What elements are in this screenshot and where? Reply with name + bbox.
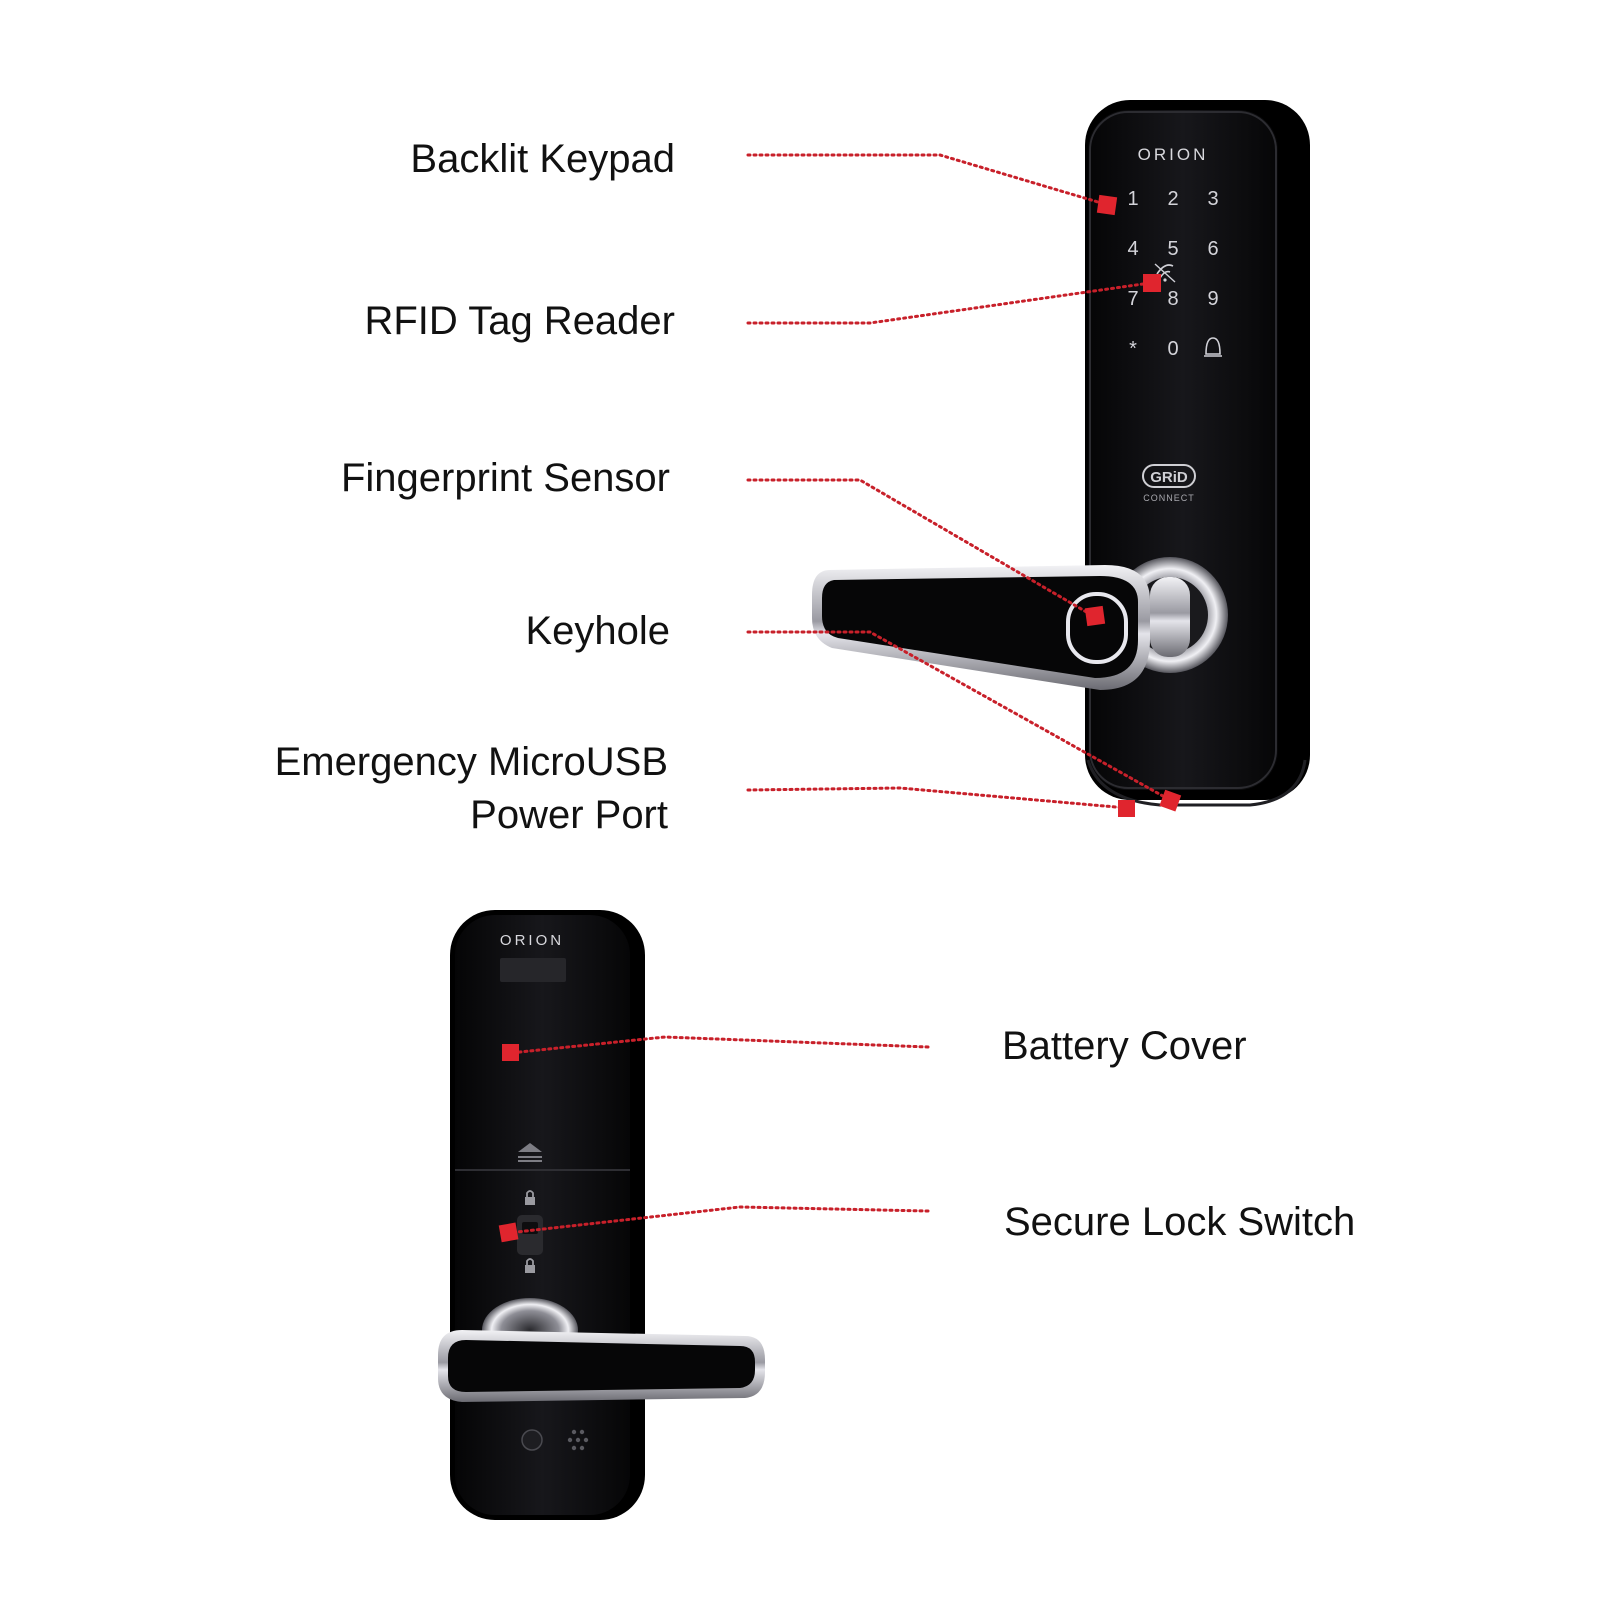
marker-usb-port — [1118, 800, 1135, 817]
front-brand-logo: ORION — [1138, 145, 1209, 164]
label-usb-port-line2: Power Port — [470, 793, 668, 837]
back-face-panel — [455, 915, 630, 1515]
leader-usb-port — [746, 786, 1129, 810]
marker-fingerprint-sensor — [1084, 605, 1106, 627]
keypad-key[interactable]: 5 — [1167, 238, 1178, 260]
keypad-key[interactable]: 0 — [1167, 338, 1178, 360]
leader-rfid-reader — [746, 281, 1152, 325]
keypad-key[interactable]: 8 — [1167, 288, 1178, 310]
keypad-key[interactable]: 7 — [1127, 288, 1138, 310]
fingerprint-sensor-ring — [1066, 592, 1128, 664]
rfid-icon — [1154, 263, 1176, 283]
leader-battery-cover — [508, 1035, 930, 1055]
keypad-key[interactable]: 4 — [1127, 238, 1138, 260]
keypad-key[interactable]: 2 — [1167, 188, 1178, 210]
lock-icon-top — [525, 1190, 535, 1205]
leader-lines — [506, 153, 1172, 1235]
front-lock-device: ORION 1 2 3 4 5 6 7 8 9 * 0 GRiD CONNECT — [812, 100, 1310, 807]
marker-secure-lock-switch — [498, 1222, 519, 1243]
svg-text:GRiD: GRiD — [1150, 469, 1188, 486]
label-usb-port-line1: Emergency MicroUSB — [274, 740, 668, 784]
leader-keyhole — [746, 630, 1172, 802]
keypad-key[interactable]: 3 — [1207, 188, 1218, 210]
svg-text:CONNECT: CONNECT — [1143, 493, 1195, 503]
label-backlit-keypad: Backlit Keypad — [410, 137, 675, 181]
marker-battery-cover — [502, 1044, 519, 1061]
keypad-key[interactable]: 9 — [1207, 288, 1218, 310]
battery-cover-arrow-icon — [518, 1143, 542, 1152]
label-secure-lock-switch: Secure Lock Switch — [1004, 1200, 1356, 1244]
marker-rfid-reader — [1143, 274, 1161, 292]
back-brand-logo: ORION — [500, 932, 564, 949]
leader-fingerprint-sensor — [746, 478, 1097, 619]
backlit-keypad: 1 2 3 4 5 6 7 8 9 * 0 — [1127, 188, 1222, 360]
leader-backlit-keypad — [746, 153, 1110, 207]
marker-keyhole — [1159, 789, 1182, 812]
lock-icon-bottom — [525, 1258, 535, 1273]
secure-lock-switch[interactable] — [517, 1215, 543, 1255]
label-rfid-reader: RFID Tag Reader — [364, 299, 675, 343]
markers — [498, 194, 1182, 1243]
speaker-grille-icon — [567, 1429, 589, 1451]
marker-backlit-keypad — [1096, 194, 1118, 216]
back-window — [500, 958, 566, 982]
label-keyhole: Keyhole — [525, 609, 670, 653]
back-lock-device: ORION — [438, 910, 765, 1520]
label-battery-cover: Battery Cover — [1002, 1024, 1247, 1068]
grid-connect-logo: GRiD CONNECT — [1142, 464, 1196, 503]
label-fingerprint-sensor: Fingerprint Sensor — [340, 456, 670, 500]
keypad-key[interactable]: 6 — [1207, 238, 1218, 260]
keypad-key[interactable]: 1 — [1127, 188, 1138, 210]
back-thumb-turn — [521, 1429, 543, 1451]
leader-secure-lock-switch — [506, 1205, 930, 1235]
keypad-key[interactable]: * — [1129, 338, 1137, 360]
bell-icon[interactable] — [1204, 337, 1222, 357]
